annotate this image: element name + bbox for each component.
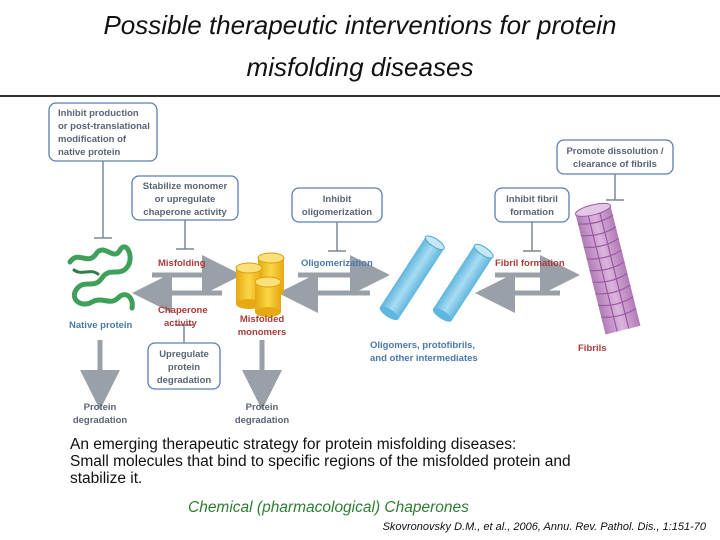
box-inhibit-fibril-line2: formation [510,207,554,218]
box-inhibit-oligomerization-line1: Inhibit [323,194,352,205]
label-chaperone-activity-line2: activity [164,318,197,329]
box-stabilize-monomer-line3: chaperone activity [143,207,227,218]
inhibitor-line-fibril [523,222,541,252]
label-protein-degradation-left-line2: degradation [73,415,128,426]
box-promote-dissolution: Promote dissolution / clearance of fibri… [556,139,674,175]
box-stabilize-monomer-line2: or upregulate [155,194,216,205]
box-inhibit-production-line1: Inhibit production [58,108,139,119]
label-oligomers-line2: and other intermediates [370,353,478,364]
box-promote-dissolution-line2: clearance of fibrils [573,159,657,170]
box-promote-dissolution-line1: Promote dissolution / [566,146,663,157]
chemical-chaperones-label: Chemical (pharmacological) Chaperones [188,499,469,516]
box-inhibit-production-line4: native protein [58,147,120,158]
oligomer-cylinder [432,243,494,322]
box-stabilize-monomer: Stabilize monomer or upregulate chaperon… [131,175,239,221]
label-oligomerization: Oligomerization [301,258,373,269]
strategy-line1: An emerging therapeutic strategy for pro… [70,436,517,453]
inhibitor-line-stabilize [176,220,194,250]
slide-title-line2: misfolding diseases [246,52,474,82]
fibrils-illustration [574,202,641,335]
box-upregulate-degradation-line3: degradation [157,375,212,386]
monomer-cylinder [254,276,282,317]
box-inhibit-production: Inhibit production or post-translational… [48,102,158,162]
inhibitor-connectors [94,161,624,343]
box-upregulate-degradation-line1: Upregulate [159,349,209,360]
citation: Skovronovsky D.M., et al., 2006, Annu. R… [382,521,706,533]
strategy-description: An emerging therapeutic strategy for pro… [70,436,710,487]
box-inhibit-fibril-line1: Inhibit fibril [506,194,558,205]
label-misfolding: Misfolding [158,258,206,269]
slide-title: Possible therapeutic interventions for p… [0,4,720,88]
label-oligomers-line1: Oligomers, protofibrils, [370,340,475,351]
label-protein-degradation-left-line1: Protein [84,402,117,413]
label-fibrils: Fibrils [578,343,607,354]
oligomers-illustration [379,235,494,322]
misfolded-monomers-illustration [235,252,285,317]
label-native-protein: Native protein [69,320,133,331]
box-upregulate-degradation: Upregulate protein degradation [147,342,221,390]
strategy-line3: stabilize it. [70,470,143,487]
box-upregulate-degradation-line2: protein [168,362,200,373]
label-fibril-formation: Fibril formation [495,258,565,269]
label-protein-degradation-right-line2: degradation [235,415,290,426]
inhibitor-line-production [94,161,112,239]
box-inhibit-oligomerization-line2: oligomerization [302,207,372,218]
label-misfolded-monomers-line1: Misfolded [240,314,285,325]
label-chaperone-activity-line1: Chaperone [158,305,208,316]
inhibitor-line-upregulate [175,324,193,343]
box-inhibit-production-line2: or post-translational [58,121,150,132]
box-inhibit-production-line3: modification of [58,134,127,145]
box-inhibit-oligomerization: Inhibit oligomerization [291,187,383,223]
box-inhibit-fibril: Inhibit fibril formation [494,187,570,223]
strategy-line2: Small molecules that bind to specific re… [70,453,571,470]
inhibitor-line-oligomerization [328,222,346,252]
label-protein-degradation-right-line1: Protein [246,402,279,413]
label-misfolded-monomers-line2: monomers [238,327,287,338]
process-arrows [80,255,580,410]
oligomer-cylinder [379,235,445,321]
title-divider [0,95,720,97]
native-protein-illustration [67,244,135,311]
inhibitor-line-dissolution [606,174,624,201]
box-stabilize-monomer-line1: Stabilize monomer [143,181,228,192]
slide-title-line1: Possible therapeutic interventions for p… [103,10,617,40]
